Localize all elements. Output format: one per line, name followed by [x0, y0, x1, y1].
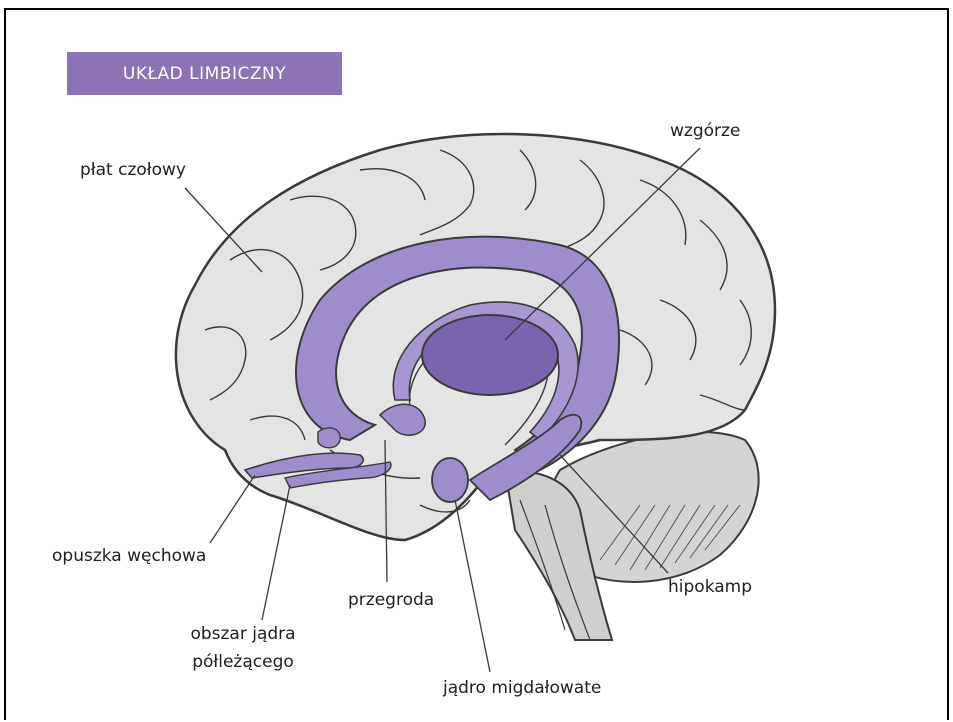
label-septum: przegroda [348, 590, 434, 610]
label-olfactory-bulb: opuszka węchowa [52, 546, 206, 566]
label-frontal-lobe: płat czołowy [80, 160, 186, 180]
label-accumbens-line2: półleżącego [168, 652, 318, 672]
small-limbic-blob [318, 428, 340, 448]
leader-olfactory-bulb [210, 475, 255, 543]
leader-amygdala [455, 500, 490, 672]
label-accumbens-area: obszar jądra półleżącego [168, 624, 318, 672]
amygdala-structure [432, 458, 468, 502]
label-thalamus: wzgórze [670, 121, 740, 141]
label-amygdala: jądro migdałowate [443, 678, 601, 698]
thalamus [422, 315, 558, 395]
label-hippocampus: hipokamp [668, 577, 752, 597]
leader-accumbens [262, 485, 290, 620]
label-accumbens-line1: obszar jądra [168, 624, 318, 644]
